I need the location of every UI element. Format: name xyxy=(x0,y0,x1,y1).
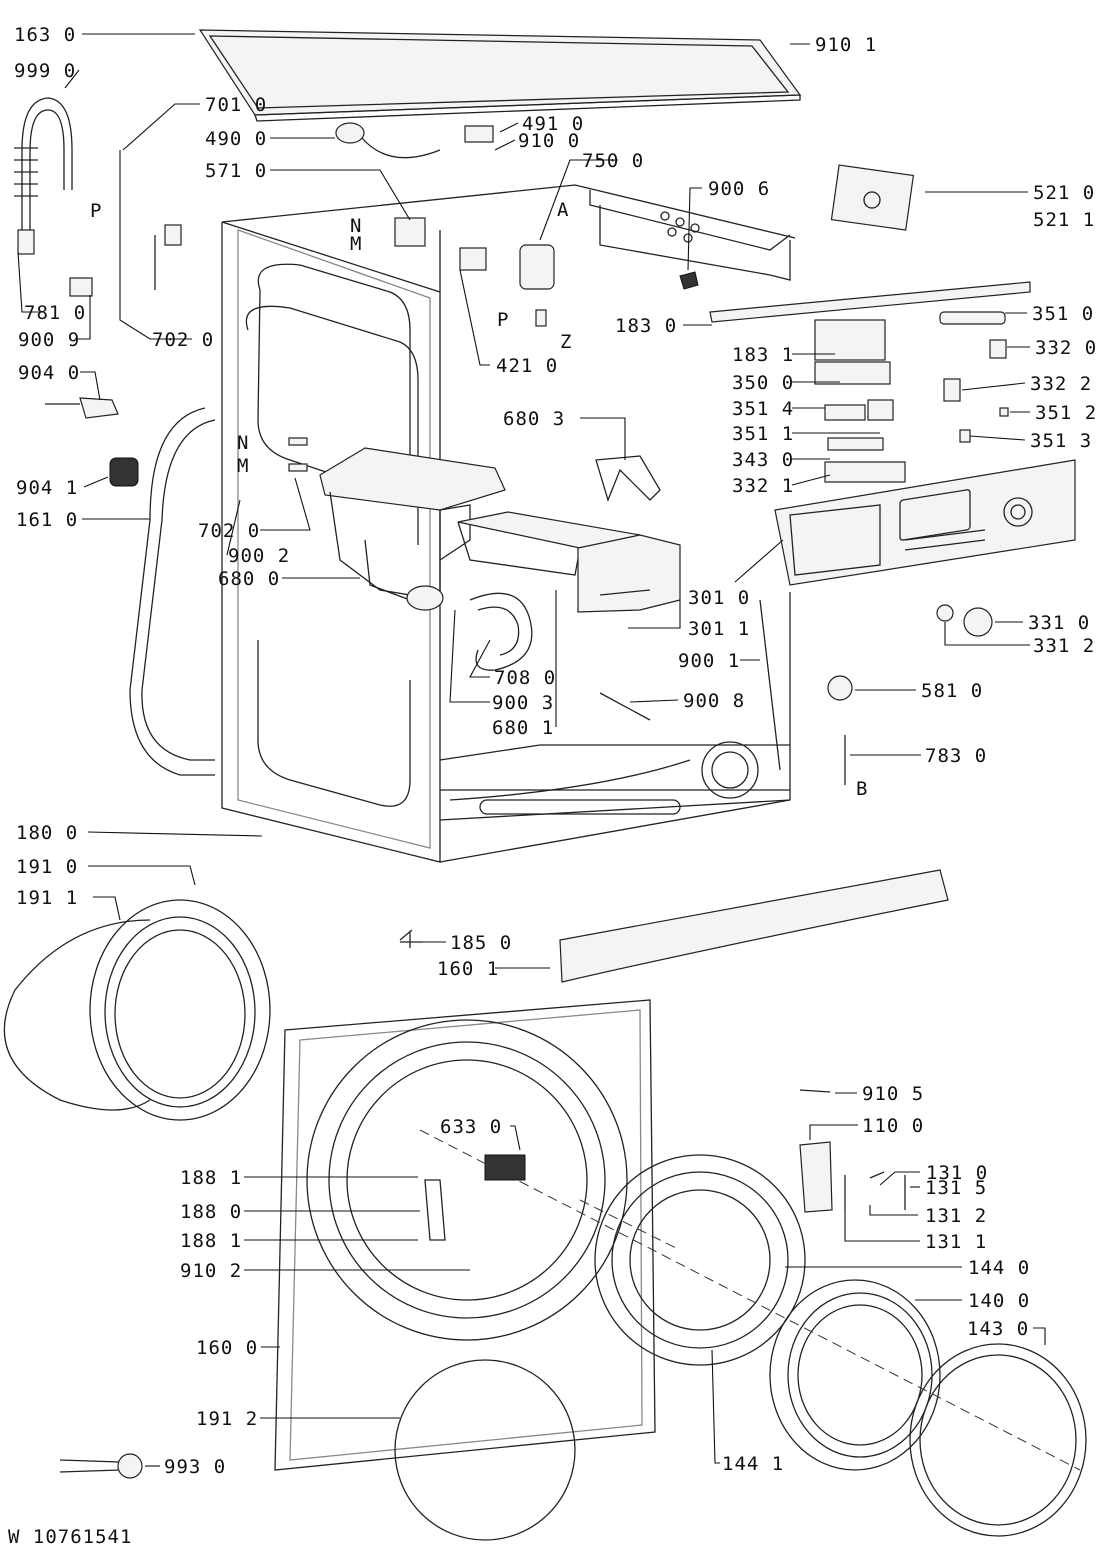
callout-421-0: 421 0 xyxy=(496,355,558,377)
callout-332-1: 332 1 xyxy=(732,475,794,497)
detergent-drawer-part xyxy=(457,511,681,613)
callout-332-2: 332 2 xyxy=(1030,373,1092,395)
callout-131-5: 131 5 xyxy=(925,1177,987,1199)
callout-131-0: 131 0 xyxy=(926,1162,988,1184)
callout-301-1: 301 1 xyxy=(688,618,750,640)
door-seal-part xyxy=(3,899,271,1121)
callout-191-1: 191 1 xyxy=(16,887,78,909)
hose-parts xyxy=(14,97,533,776)
callout-131-1: 131 1 xyxy=(925,1231,987,1253)
callout-702-0-a: 702 0 xyxy=(152,329,214,351)
callout-490-0: 490 0 xyxy=(205,128,267,150)
callout-708-0: 708 0 xyxy=(494,667,556,689)
callout-143-0: 143 0 xyxy=(967,1318,1029,1340)
callout-191-0: 191 0 xyxy=(16,856,78,878)
callout-351-4: 351 4 xyxy=(732,398,794,420)
mark-n-valve: N xyxy=(350,215,362,237)
callout-144-0: 144 0 xyxy=(968,1257,1030,1279)
mark-a: A xyxy=(557,199,569,221)
callout-188-0: 188 0 xyxy=(180,1201,242,1223)
callout-783-0: 783 0 xyxy=(925,745,987,767)
callout-910-2: 910 2 xyxy=(180,1260,242,1282)
callout-183-1: 183 1 xyxy=(732,344,794,366)
callout-351-1: 351 1 xyxy=(732,423,794,445)
top-bracket-part xyxy=(709,281,1031,323)
callout-910-1: 910 1 xyxy=(815,34,877,56)
callout-521-1: 521 1 xyxy=(1033,209,1095,231)
callout-491-0: 491 0 xyxy=(522,113,584,135)
callout-188-1-b: 188 1 xyxy=(180,1230,242,1252)
callout-180-0: 180 0 xyxy=(16,822,78,844)
document-number: W 10761541 xyxy=(8,1526,133,1548)
callout-904-0: 904 0 xyxy=(18,362,80,384)
callout-910-0: 910 0 xyxy=(518,130,580,152)
callout-350-0: 350 0 xyxy=(732,372,794,394)
callout-900-8: 900 8 xyxy=(683,690,745,712)
callout-140-0: 140 0 xyxy=(968,1290,1030,1312)
callout-343-0: 343 0 xyxy=(732,449,794,471)
door-frame-part xyxy=(594,1154,806,1366)
electronic-module-parts xyxy=(814,164,1006,483)
callout-188-1-a: 188 1 xyxy=(180,1167,242,1189)
callout-144-1: 144 1 xyxy=(722,1453,784,1475)
callout-633-0: 633 0 xyxy=(440,1116,502,1138)
letter-marks: P N M A P Z N M B xyxy=(90,199,868,800)
callout-185-0: 185 0 xyxy=(450,932,512,954)
callout-900-1: 900 1 xyxy=(678,650,740,672)
leader-lines xyxy=(17,33,1046,1467)
callout-191-2: 191 2 xyxy=(196,1408,258,1430)
callout-331-2: 331 2 xyxy=(1033,635,1095,657)
callout-160-1: 160 1 xyxy=(437,958,499,980)
callout-680-0: 680 0 xyxy=(218,568,280,590)
callout-351-0: 351 0 xyxy=(1032,303,1094,325)
callout-900-2: 900 2 xyxy=(228,545,290,567)
callout-702-0-b: 702 0 xyxy=(198,520,260,542)
control-panel-part xyxy=(774,459,1076,586)
mark-b: B xyxy=(856,778,868,800)
callout-999-0: 999 0 xyxy=(14,60,76,82)
top-cover-part xyxy=(198,29,802,122)
door-inner-ring-part xyxy=(909,1343,1087,1537)
callout-160-0: 160 0 xyxy=(196,1337,258,1359)
mark-n-hose: N xyxy=(237,432,249,454)
mark-m-valve: M xyxy=(350,233,362,255)
callout-680-3: 680 3 xyxy=(503,408,565,430)
callout-163-0: 163 0 xyxy=(14,24,76,46)
callout-900-9: 900 9 xyxy=(18,329,80,351)
small-parts xyxy=(45,122,1009,1479)
callout-labels: 163 0 999 0 701 0 490 0 491 0 910 0 910 … xyxy=(14,24,1097,1478)
callout-750-0: 750 0 xyxy=(582,150,644,172)
front-panel-part xyxy=(274,999,656,1541)
callout-993-0: 993 0 xyxy=(164,1456,226,1478)
callout-331-0: 331 0 xyxy=(1028,612,1090,634)
callout-701-0: 701 0 xyxy=(205,94,267,116)
callout-131-2: 131 2 xyxy=(925,1205,987,1227)
callout-110-0: 110 0 xyxy=(862,1115,924,1137)
part-drawings xyxy=(3,29,1087,1541)
callout-900-6: 900 6 xyxy=(708,178,770,200)
mark-z: Z xyxy=(560,331,572,353)
callout-910-5: 910 5 xyxy=(862,1083,924,1105)
callout-301-0: 301 0 xyxy=(688,587,750,609)
callout-781-0: 781 0 xyxy=(24,302,86,324)
dispenser-housing-part xyxy=(319,447,506,611)
callout-581-0: 581 0 xyxy=(921,680,983,702)
door-glass-part xyxy=(769,1279,941,1471)
mark-m-hose: M xyxy=(237,455,249,477)
callout-351-2: 351 2 xyxy=(1035,402,1097,424)
callout-571-0: 571 0 xyxy=(205,160,267,182)
callout-900-3: 900 3 xyxy=(492,692,554,714)
callout-332-0: 332 0 xyxy=(1035,337,1097,359)
cabinet-part xyxy=(221,184,796,863)
callout-351-3: 351 3 xyxy=(1030,430,1092,452)
callout-904-1: 904 1 xyxy=(16,477,78,499)
callout-521-0: 521 0 xyxy=(1033,182,1095,204)
mark-p-pump: P xyxy=(497,309,509,331)
callout-183-0: 183 0 xyxy=(615,315,677,337)
callout-161-0: 161 0 xyxy=(16,509,78,531)
axis-lines xyxy=(419,1129,1081,1471)
mark-p-hose: P xyxy=(90,200,102,222)
callout-680-1: 680 1 xyxy=(492,717,554,739)
